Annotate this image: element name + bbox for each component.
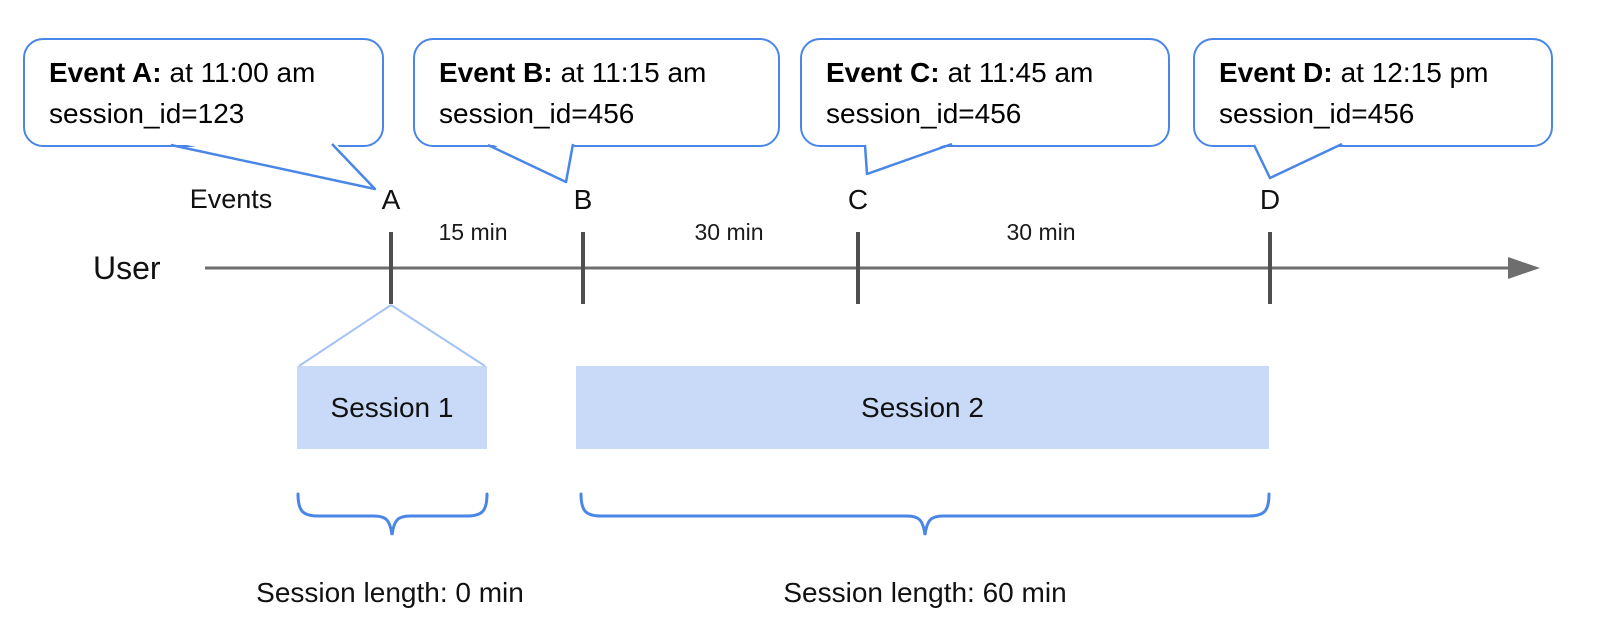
bubble-b-tail <box>486 141 575 184</box>
session-1-funnel-left <box>298 304 392 367</box>
event-letter-d: D <box>1259 184 1281 215</box>
session-2-length-label: Session length: 60 min <box>783 577 1067 608</box>
event-bubble-c: Event C:at 11:45 am session_id=456 <box>800 38 1170 147</box>
bubble-a-tail <box>170 141 377 191</box>
session-2-brace <box>579 492 1271 536</box>
session-2-label: Session 2 <box>861 391 984 423</box>
bubble-a-time: at 11:00 am <box>169 57 316 88</box>
bubble-b-title: Event B: <box>439 57 553 88</box>
bubble-d-time: at 12:15 pm <box>1340 57 1489 88</box>
event-bubble-d: Event D:at 12:15 pm session_id=456 <box>1193 38 1553 147</box>
interval-label-ab: 15 min <box>438 219 508 245</box>
bubble-a-headline: Event A:at 11:00 am <box>49 52 368 93</box>
session-1-bar: Session 1 <box>297 366 487 449</box>
timeline-arrowhead-icon <box>1508 257 1540 279</box>
event-letter-a: A <box>381 184 401 215</box>
bubble-c-session-id: session_id=456 <box>826 98 1022 129</box>
event-bubble-a: Event A:at 11:00 am session_id=123 <box>23 38 384 147</box>
event-letter-c: C <box>847 184 869 215</box>
session-1-length-label: Session length: 0 min <box>256 577 524 608</box>
bubble-c-title: Event C: <box>826 57 940 88</box>
event-letter-b: B <box>573 184 593 215</box>
interval-label-bc: 30 min <box>694 219 764 245</box>
user-axis-label: User <box>93 250 161 286</box>
bubble-c-headline: Event C:at 11:45 am <box>826 52 1154 93</box>
events-axis-label: Events <box>189 184 273 214</box>
event-bubble-b: Event B:at 11:15 am session_id=456 <box>413 38 780 147</box>
bubble-d-session-id: session_id=456 <box>1219 98 1415 129</box>
bubble-c-time: at 11:45 am <box>947 57 1094 88</box>
bubble-b-session-id: session_id=456 <box>439 98 635 129</box>
session-1-label: Session 1 <box>330 391 454 423</box>
session-1-brace <box>296 492 489 536</box>
bubble-b-headline: Event B:at 11:15 am <box>439 52 764 93</box>
session-2-bar: Session 2 <box>576 366 1269 449</box>
bubble-a-title: Event A: <box>49 57 162 88</box>
bubble-a-session-id: session_id=123 <box>49 98 245 129</box>
bubble-d-title: Event D: <box>1219 57 1333 88</box>
interval-label-cd: 30 min <box>1006 219 1076 245</box>
session-1-funnel-right <box>390 304 486 367</box>
bubble-d-headline: Event D:at 12:15 pm <box>1219 52 1537 93</box>
bubble-b-time: at 11:15 am <box>560 57 707 88</box>
